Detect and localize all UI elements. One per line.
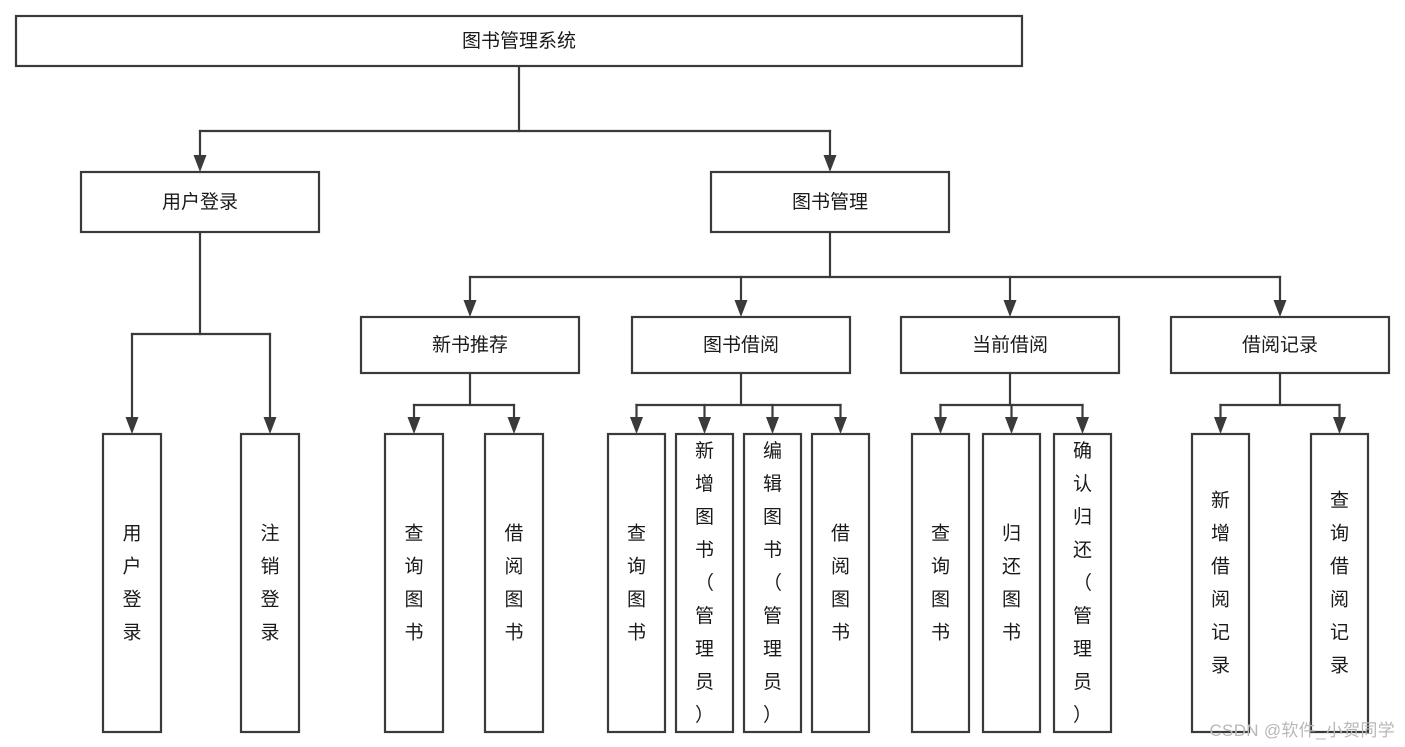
arrow-head-icon — [934, 417, 947, 434]
node-box[interactable] — [483, 432, 545, 734]
connector-layer — [125, 64, 1346, 434]
node-box[interactable] — [674, 432, 735, 734]
node-box[interactable] — [1169, 315, 1391, 375]
arrow-head-icon — [407, 417, 421, 434]
node-leaf-query-book-rec[interactable]: 查询图书 — [383, 432, 445, 734]
node-box[interactable] — [1309, 432, 1370, 734]
node-leaf-add-book[interactable]: 新增图书（管理员） — [674, 432, 735, 734]
node-leaf-query-book-bor[interactable]: 查询图书 — [606, 432, 667, 734]
node-layer: 图书管理系统用户登录图书管理新书推荐图书借阅当前借阅借阅记录用户登录注销登录查询… — [14, 14, 1391, 734]
node-box[interactable] — [101, 432, 163, 734]
node-box[interactable] — [742, 432, 803, 734]
node-leaf-query-record[interactable]: 查询借阅记录 — [1309, 432, 1370, 734]
node-leaf-user-logout[interactable]: 注销登录 — [239, 432, 301, 734]
node-book-manage[interactable]: 图书管理 — [709, 170, 951, 234]
node-label: 新增图书（管理员） — [695, 440, 714, 726]
arrow-head-icon — [834, 417, 847, 434]
node-user-login[interactable]: 用户登录 — [79, 170, 321, 234]
node-box[interactable] — [1190, 432, 1251, 734]
node-box[interactable] — [810, 432, 871, 734]
node-box[interactable] — [910, 432, 971, 734]
node-leaf-borrow-book-rec[interactable]: 借阅图书 — [483, 432, 545, 734]
node-label: 借阅记录 — [1242, 334, 1318, 356]
node-label: 新书推荐 — [432, 334, 508, 356]
node-book-borrow[interactable]: 图书借阅 — [630, 315, 852, 375]
node-label: 图书管理 — [792, 191, 868, 213]
arrow-head-icon — [823, 155, 837, 172]
node-box[interactable] — [359, 315, 581, 375]
node-box[interactable] — [79, 170, 321, 234]
node-label: 借阅图书 — [504, 523, 523, 644]
arrow-head-icon — [1076, 417, 1089, 434]
arrow-head-icon — [125, 417, 139, 434]
node-current-borrow[interactable]: 当前借阅 — [899, 315, 1121, 375]
node-label: 查询图书 — [627, 523, 646, 644]
node-label: 确认归还（管理员） — [1073, 440, 1092, 726]
node-root[interactable]: 图书管理系统 — [14, 14, 1024, 68]
node-label: 图书管理系统 — [462, 30, 576, 52]
node-box[interactable] — [1052, 432, 1113, 734]
arrow-head-icon — [1273, 300, 1287, 317]
node-label: 查询借阅记录 — [1330, 490, 1349, 677]
connector-group — [193, 64, 837, 172]
arrow-head-icon — [1214, 417, 1227, 434]
arrow-head-icon — [193, 155, 207, 172]
node-label: 查询图书 — [404, 523, 423, 644]
node-leaf-return-book[interactable]: 归还图书 — [981, 432, 1042, 734]
arrow-head-icon — [734, 300, 748, 317]
node-leaf-add-record[interactable]: 新增借阅记录 — [1190, 432, 1251, 734]
arrow-head-icon — [263, 417, 277, 434]
connector-group — [1214, 371, 1346, 434]
arrow-head-icon — [1333, 417, 1346, 434]
node-label: 查询图书 — [931, 523, 950, 644]
arrow-head-icon — [463, 300, 477, 317]
node-box[interactable] — [709, 170, 951, 234]
watermark-text: CSDN @软件_小贺同学 — [1209, 721, 1395, 740]
node-leaf-confirm-return[interactable]: 确认归还（管理员） — [1052, 432, 1113, 734]
node-box[interactable] — [606, 432, 667, 734]
arrow-head-icon — [766, 417, 779, 434]
node-label: 图书借阅 — [703, 334, 779, 356]
node-leaf-query-book-cur[interactable]: 查询图书 — [910, 432, 971, 734]
node-box[interactable] — [383, 432, 445, 734]
node-box[interactable] — [899, 315, 1121, 375]
node-box[interactable] — [239, 432, 301, 734]
arrow-head-icon — [1003, 300, 1017, 317]
node-label: 用户登录 — [122, 524, 141, 644]
connector-group — [407, 371, 521, 434]
node-leaf-user-login[interactable]: 用户登录 — [101, 432, 163, 734]
node-box[interactable] — [14, 14, 1024, 68]
node-label: 编辑图书（管理员） — [763, 440, 782, 726]
arrow-head-icon — [507, 417, 521, 434]
node-label: 当前借阅 — [972, 334, 1048, 356]
node-leaf-borrow-book-bor[interactable]: 借阅图书 — [810, 432, 871, 734]
node-label: 归还图书 — [1002, 523, 1021, 644]
arrow-head-icon — [1005, 417, 1018, 434]
node-borrow-record[interactable]: 借阅记录 — [1169, 315, 1391, 375]
node-label: 用户登录 — [162, 191, 238, 213]
connector-group — [934, 371, 1089, 434]
connector-group — [463, 230, 1287, 317]
node-new-book-recommend[interactable]: 新书推荐 — [359, 315, 581, 375]
node-leaf-edit-book[interactable]: 编辑图书（管理员） — [742, 432, 803, 734]
node-box[interactable] — [630, 315, 852, 375]
node-label: 注销登录 — [260, 523, 279, 644]
node-label: 新增借阅记录 — [1211, 490, 1230, 677]
arrow-head-icon — [698, 417, 711, 434]
connector-group — [630, 371, 847, 434]
node-box[interactable] — [981, 432, 1042, 734]
connector-group — [125, 230, 277, 434]
arrow-head-icon — [630, 417, 643, 434]
node-label: 借阅图书 — [831, 523, 850, 644]
